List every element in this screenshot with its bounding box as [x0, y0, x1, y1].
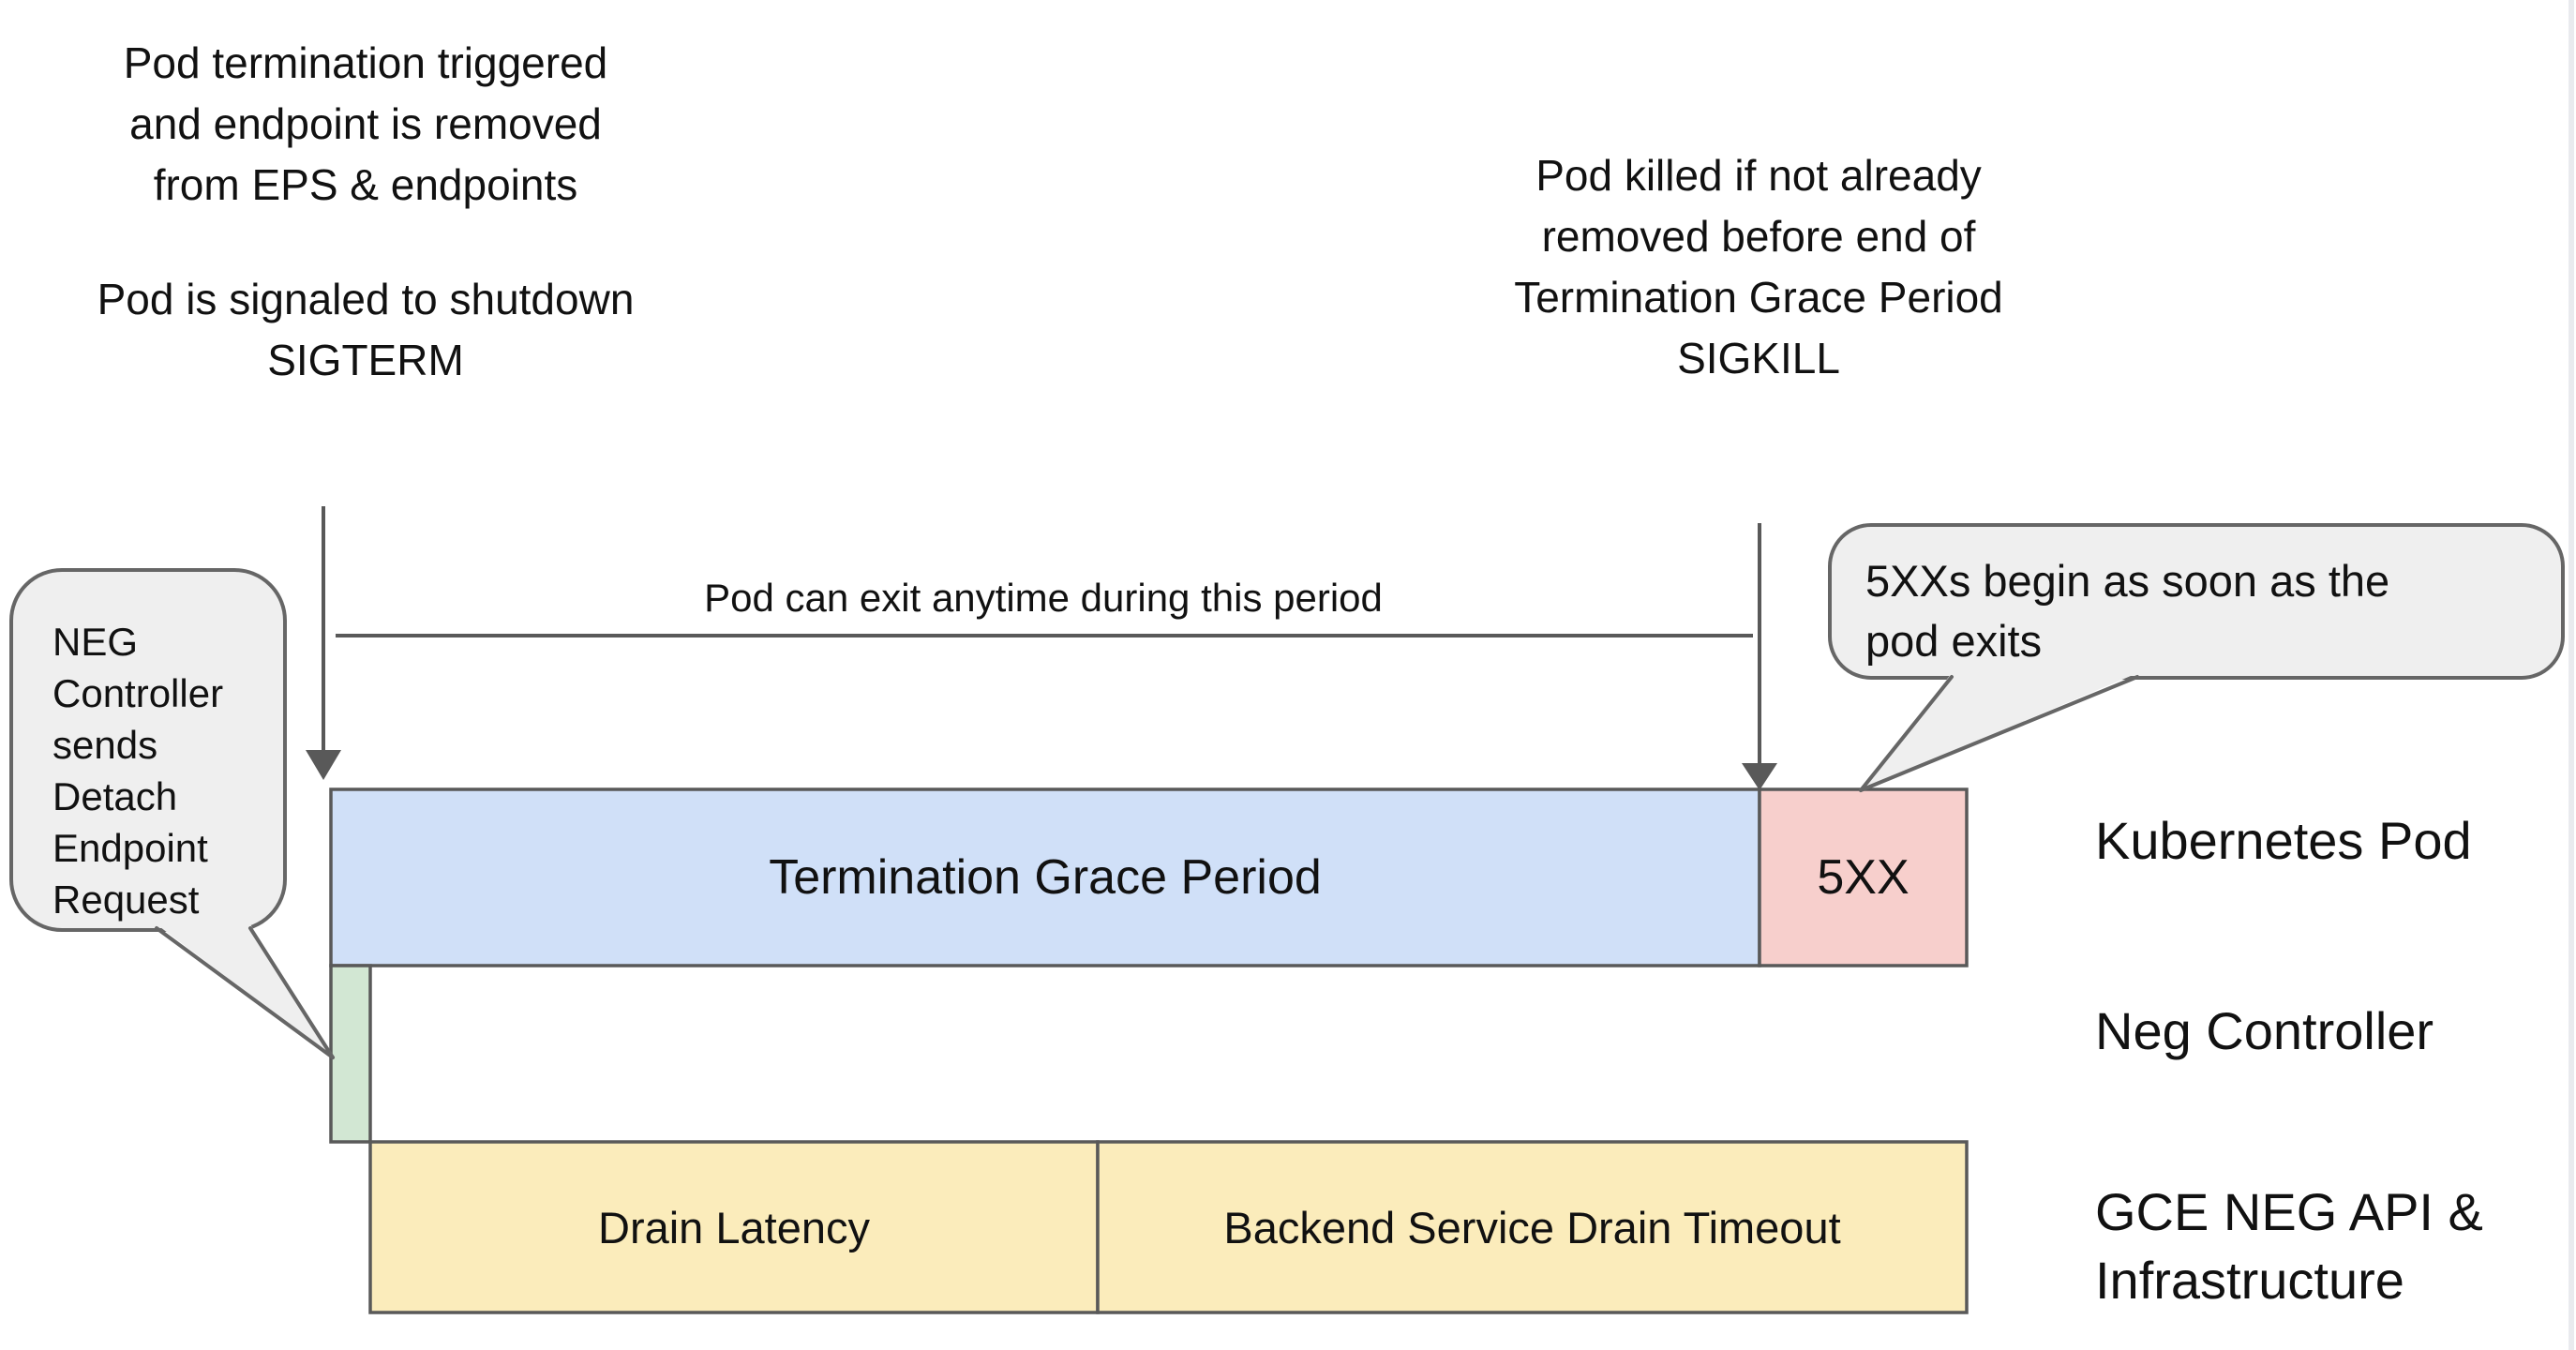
5xx-callout-text: 5XXs begin as soon as the pod exits — [1865, 556, 2390, 666]
5xx-label: 5XX — [1817, 850, 1910, 905]
termination-grace-period-label: Termination Grace Period — [769, 850, 1322, 905]
row-label-neg-controller: Neg Controller — [2095, 1001, 2434, 1060]
annotation-pod-can-exit: Pod can exit anytime during this period — [704, 576, 1383, 620]
row-label-kubernetes-pod: Kubernetes Pod — [2095, 811, 2472, 870]
neg-callout-tail-edge — [155, 926, 335, 1059]
neg-callout-tail — [157, 924, 334, 1058]
neg-controller-callout-bubble: NEG Controller sends Detach Endpoint Req… — [9, 568, 287, 932]
neg-controller-detach-bar — [329, 964, 372, 1144]
annotation-pod-termination: Pod termination triggered and endpoint i… — [123, 38, 608, 209]
neg-controller-callout-text: NEG Controller sends Detach Endpoint Req… — [52, 620, 224, 922]
5xx-callout-tail-edge — [1859, 675, 2139, 792]
neg-callout-tail-edge — [248, 926, 335, 1059]
5xx-callout-tail-edge — [1859, 675, 1954, 792]
annotation-pod-signaled-sigterm: Pod is signaled to shutdown SIGTERM — [97, 275, 635, 384]
backend-service-drain-timeout-label: Backend Service Drain Timeout — [1223, 1202, 1841, 1252]
sigkill-arrow-head-icon — [1742, 763, 1777, 790]
sigterm-arrow-head-icon — [306, 750, 341, 780]
annotation-pod-killed-sigkill: Pod killed if not already removed before… — [1514, 151, 2003, 382]
5xx-callout-tail — [1861, 673, 2137, 790]
row-label-gce-neg-api: GCE NEG API & Infrastructure — [2095, 1182, 2483, 1310]
drain-latency-label: Drain Latency — [598, 1202, 870, 1252]
5xx-callout-bubble: 5XXs begin as soon as the pod exits — [1828, 523, 2565, 680]
page-edge-strip — [2569, 0, 2574, 1350]
